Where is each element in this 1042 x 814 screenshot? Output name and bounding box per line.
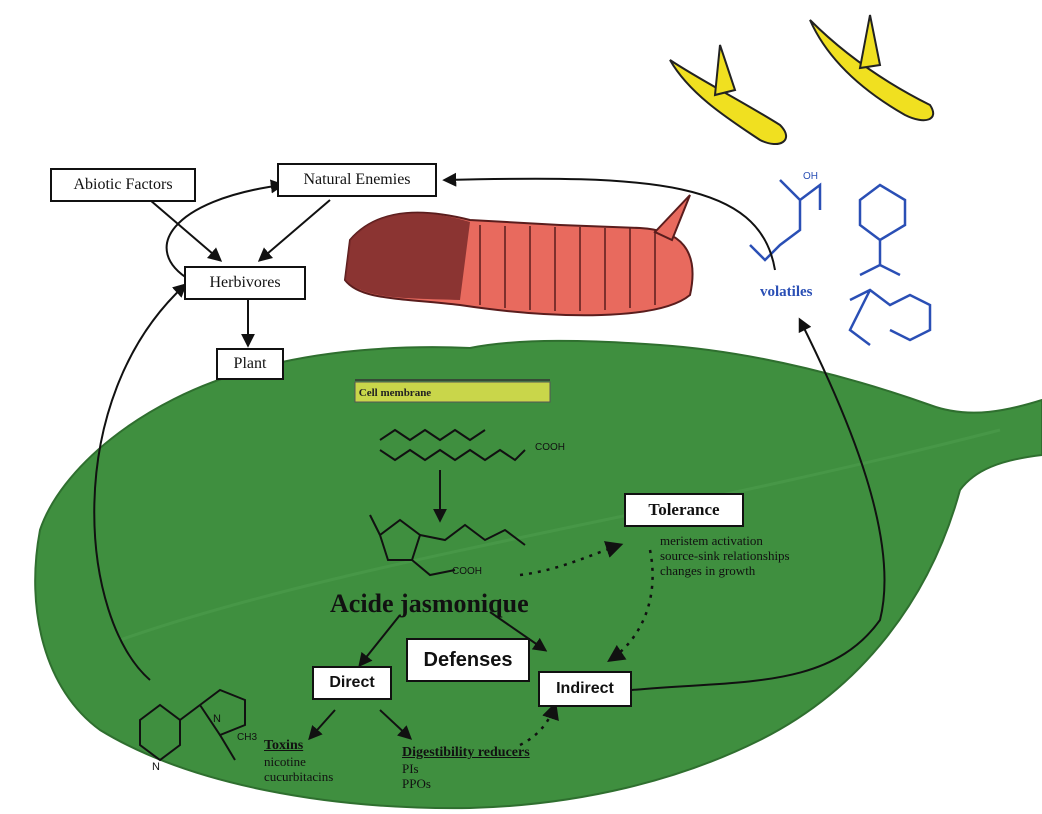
toxins-block: Toxins nicotine cucurbitacins — [264, 738, 333, 784]
arrow-volatiles-enemies — [442, 172, 776, 271]
volatile-molecule-icon — [749, 179, 932, 346]
ch3-label: CH3 — [237, 732, 257, 743]
tolerance-item: meristem activation — [660, 533, 763, 548]
digestibility-item: PIs — [402, 761, 419, 776]
volatiles-label: volatiles — [760, 284, 813, 300]
defenses-box: Defenses — [406, 638, 530, 682]
cell-membrane-bar — [354, 381, 551, 403]
arrow-abiotic-herbivores — [149, 199, 223, 262]
arrow-indirect-volatiles — [631, 317, 886, 691]
cell-membrane-label: Cell membrane — [359, 387, 432, 399]
dotted-arrow-jasmonate-tolerance — [519, 541, 624, 577]
wasp-icon — [669, 14, 935, 145]
linolenic-acid-molecule-icon — [379, 428, 526, 462]
toxin-item: nicotine — [264, 754, 306, 769]
digestibility-heading: Digestibility reducers — [402, 745, 530, 760]
tolerance-list: meristem activation source-sink relation… — [660, 533, 790, 578]
cooh-bottom-label: COOH — [452, 566, 482, 577]
arrow-enemies-herbivores — [257, 199, 331, 262]
digestibility-item: PPOs — [402, 776, 431, 791]
arrow-jasmonate-direct — [358, 614, 401, 668]
nicotine-molecule-icon — [139, 688, 246, 762]
toxin-item: cucurbitacins — [264, 769, 334, 784]
arrow-direct-toxins — [308, 709, 336, 741]
indirect-box: Indirect — [538, 671, 632, 707]
caterpillar-icon — [343, 194, 694, 317]
toxins-heading: Toxins — [264, 738, 304, 753]
arrow-direct-digestibility — [379, 709, 413, 740]
natural-enemies-box: Natural Enemies — [277, 163, 437, 197]
digestibility-block: Digestibility reducers PIs PPOs — [402, 745, 530, 791]
herbivores-box: Herbivores — [184, 266, 306, 300]
leaf-shape — [34, 339, 1042, 810]
tolerance-box: Tolerance — [624, 493, 744, 527]
arrow-nicotine-herbivores — [93, 283, 188, 681]
direct-box: Direct — [312, 666, 392, 700]
nitrogen-amine-label: N — [213, 713, 221, 725]
arrow-jasmonate-indirect — [489, 611, 548, 652]
nitrogen-ring-label: N — [152, 761, 160, 773]
dotted-arrow-digestibility-indirect — [519, 701, 559, 747]
jasmonic-acid-label: Acide jasmonique — [330, 589, 529, 618]
jasmonic-acid-molecule-icon — [369, 514, 526, 577]
plant-box: Plant — [216, 348, 284, 380]
tolerance-item: source-sink relationships — [660, 548, 790, 563]
cooh-top-label: COOH — [535, 442, 565, 453]
tolerance-item: changes in growth — [660, 563, 756, 578]
arrow-herbivores-enemies — [165, 179, 285, 281]
abiotic-factors-box: Abiotic Factors — [50, 168, 196, 202]
oh-label: OH — [803, 171, 818, 182]
